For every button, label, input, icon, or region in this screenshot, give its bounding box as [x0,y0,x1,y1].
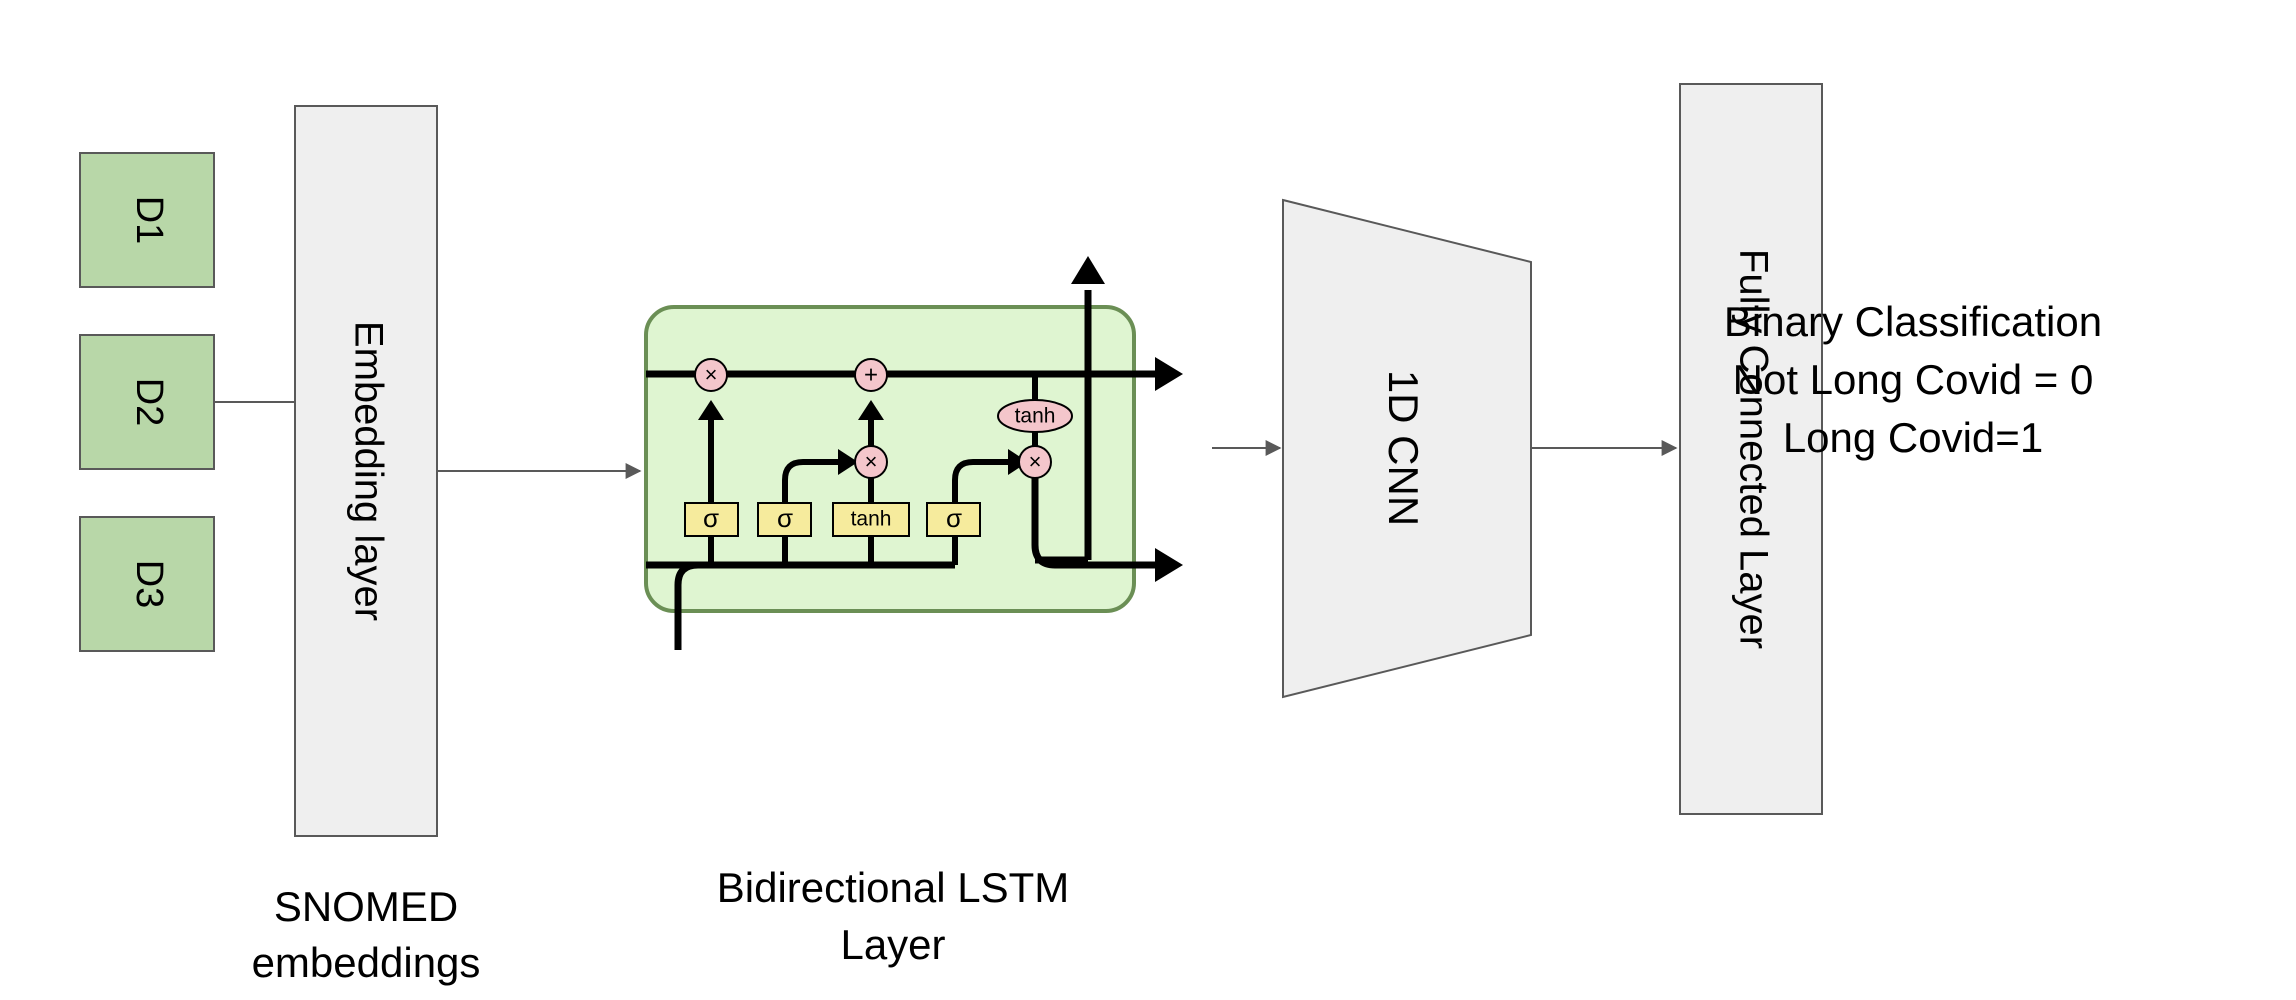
input-d3-label: D3 [128,560,170,609]
output-gate: σ [926,502,981,537]
cnn-block: 1D CNN [1282,198,1532,699]
forget-gate-label: σ [703,503,719,533]
lstm-caption-line-2: Layer [840,921,945,968]
input-d1: D1 [79,152,215,288]
add-icon: + [864,361,878,388]
candidate-feed-arrowhead [858,400,884,420]
lstm-caption: Bidirectional LSTM Layer [717,864,1069,968]
multiply-icon: × [1029,449,1042,474]
output-gate-label: σ [946,503,962,533]
fully-connected-label: Fully Connected Layer [1731,249,1775,649]
output-line-1: Binary Classification [1724,298,2102,345]
candidate-gate-label: tanh [851,508,892,531]
hidden-output-arrowhead [1155,548,1183,582]
candidate-gate: tanh [832,502,910,537]
lstm-caption-line-1: Bidirectional LSTM [717,864,1069,911]
output-description: Binary Classification Not Long Covid = 0… [1724,298,2102,461]
forget-multiply-op: × [694,358,728,392]
forget-feed-arrowhead [698,400,724,420]
embedding-layer-label: Embedding layer [346,321,390,621]
cell-state-arrowhead [1155,357,1183,391]
input-d1-label: D1 [128,196,170,245]
output-multiply-op: × [1018,445,1052,479]
cnn-label: 1D CNN [1380,370,1427,526]
input-d2: D2 [79,334,215,470]
forget-gate: σ [684,502,739,537]
input-gate: σ [757,502,812,537]
output-gate-bend [952,459,1010,481]
lstm-cell: σ σ tanh σ × + × × [644,256,1183,650]
input-d3: D3 [79,516,215,652]
input-gate-bend [782,459,840,481]
embedding-caption-line-1: SNOMED [274,883,458,930]
fully-connected-layer: Fully Connected Layer [1679,83,1823,815]
multiply-icon: × [865,449,878,474]
tanh-op-label: tanh [1015,405,1056,428]
input-d2-label: D2 [128,378,170,427]
up-output-arrowhead [1071,256,1105,284]
output-line-2: Not Long Covid = 0 [1733,356,2094,403]
embedding-layer: Embedding layer [294,105,438,837]
add-op: + [854,358,888,392]
output-line-3: Long Covid=1 [1783,414,2043,461]
input-gate-arrowhead [838,449,858,475]
embedding-caption: SNOMED embeddings [252,883,481,986]
embedding-caption-line-2: embeddings [252,939,481,986]
input-gate-label: σ [777,503,793,533]
tanh-op: tanh [997,399,1073,433]
input-multiply-op: × [854,445,888,479]
multiply-icon: × [705,362,718,387]
